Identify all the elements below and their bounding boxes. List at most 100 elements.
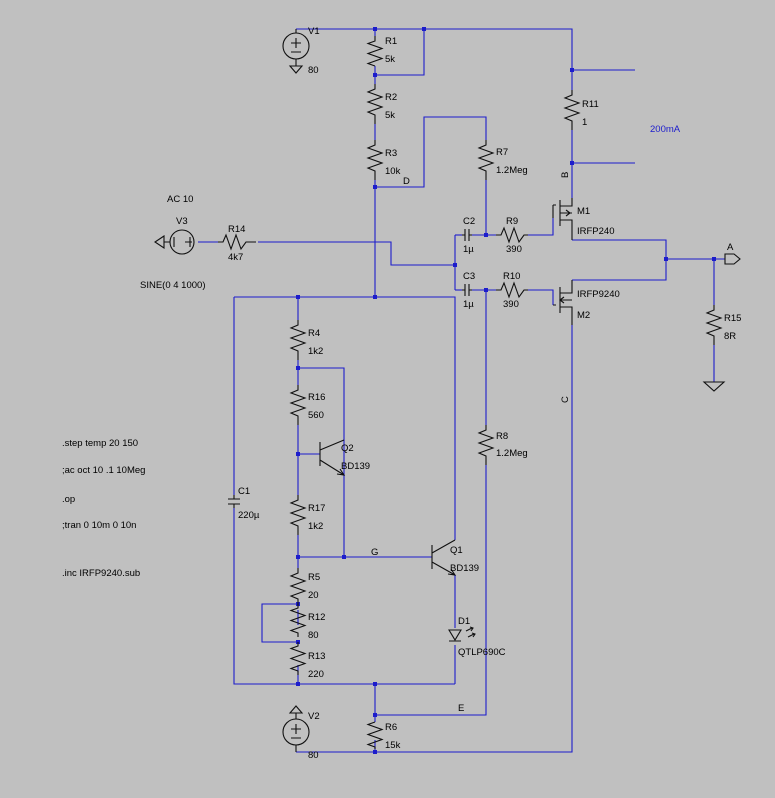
label-c3-value: 1µ xyxy=(463,299,474,310)
resistor-r14 xyxy=(218,233,256,251)
label-v3-ac: AC 10 xyxy=(167,194,193,205)
capacitor-c3 xyxy=(462,284,472,296)
label-r7-value: 1.2Meg xyxy=(496,165,528,176)
label-r11-ref: R11 xyxy=(582,99,599,110)
junctions xyxy=(296,27,716,754)
mosfet-m1 xyxy=(552,198,573,240)
label-r17-value: 1k2 xyxy=(308,521,323,532)
directive-line: .inc IRFP9240.sub xyxy=(62,568,140,579)
voltage-source-v3 xyxy=(154,229,195,255)
directive-line: ;tran 0 10m 0 10n xyxy=(62,520,136,531)
label-m1-ref: M1 xyxy=(577,206,590,217)
label-r14-ref: R14 xyxy=(228,224,245,235)
label-r5-ref: R5 xyxy=(308,572,320,583)
resistor-r10 xyxy=(496,281,528,299)
label-r1-ref: R1 xyxy=(385,36,397,47)
label-r4-value: 1k2 xyxy=(308,346,323,357)
output-port-a xyxy=(724,253,741,265)
resistor-r8 xyxy=(477,425,495,465)
net-label-c: C xyxy=(560,396,571,403)
resistor-r16 xyxy=(289,385,307,425)
label-c1-ref: C1 xyxy=(238,486,250,497)
label-q2-ref: Q2 xyxy=(341,443,354,454)
spice-directives: .step temp 20 150 ;ac oct 10 .1 10Meg .o… xyxy=(62,438,145,579)
label-r2-ref: R2 xyxy=(385,92,397,103)
resistor-r15 xyxy=(705,305,723,345)
net-label-d: D xyxy=(403,176,410,187)
directive-line: .op xyxy=(62,494,75,505)
label-r6-ref: R6 xyxy=(385,722,397,733)
mosfet-m2 xyxy=(553,280,573,325)
resistor-r12 xyxy=(289,604,307,637)
label-c3-ref: C3 xyxy=(463,271,475,282)
label-m2-value: IRFP9240 xyxy=(577,289,620,300)
label-r4-ref: R4 xyxy=(308,328,320,339)
label-q2-value: BD139 xyxy=(341,461,370,472)
label-q1-ref: Q1 xyxy=(450,545,463,556)
resistor-r9 xyxy=(496,226,528,244)
label-m2-ref: M2 xyxy=(577,310,590,321)
label-r11-value: 1 xyxy=(582,117,587,128)
label-c1-value: 220µ xyxy=(238,510,260,521)
label-r8-value: 1.2Meg xyxy=(496,448,528,459)
label-v3-ref: V3 xyxy=(176,216,188,227)
label-r2-value: 5k xyxy=(385,110,395,121)
led-d1 xyxy=(448,626,476,642)
label-v1-value: 80 xyxy=(308,65,319,76)
resistor-r6 xyxy=(366,721,384,749)
label-r17-ref: R17 xyxy=(308,503,325,514)
label-v3-source: SINE(0 4 1000) xyxy=(140,280,205,291)
resistor-r13 xyxy=(289,642,307,675)
directive-line: ;ac oct 10 .1 10Meg xyxy=(62,465,145,476)
capacitor-c1 xyxy=(228,495,240,508)
resistor-r4 xyxy=(289,320,307,360)
label-r9-ref: R9 xyxy=(506,216,518,227)
label-r13-ref: R13 xyxy=(308,651,325,662)
label-m1-value: IRFP240 xyxy=(577,226,615,237)
resistor-r7 xyxy=(477,140,495,180)
label-q1-value: BD139 xyxy=(450,563,479,574)
wires xyxy=(198,28,725,753)
label-c2-ref: C2 xyxy=(463,216,475,227)
label-r12-ref: R12 xyxy=(308,612,325,623)
voltage-source-v2 xyxy=(282,705,310,752)
transistor-q2 xyxy=(319,439,346,476)
label-r5-value: 20 xyxy=(308,590,319,601)
label-r6-value: 15k xyxy=(385,740,401,751)
label-r16-ref: R16 xyxy=(308,392,325,403)
label-r10-ref: R10 xyxy=(503,271,520,282)
label-r15-ref: R15 xyxy=(724,313,741,324)
label-r1-value: 5k xyxy=(385,54,395,65)
label-r10-value: 390 xyxy=(503,299,519,310)
label-r12-value: 80 xyxy=(308,630,319,641)
label-r15-value: 8R xyxy=(724,331,736,342)
label-d1-value: QTLP690C xyxy=(458,647,506,658)
label-r9-value: 390 xyxy=(506,244,522,255)
net-label-e: E xyxy=(458,703,464,714)
resistor-r3 xyxy=(366,140,384,180)
transistor-q1 xyxy=(431,539,457,576)
label-r16-value: 560 xyxy=(308,410,324,421)
ground-symbol xyxy=(702,381,726,392)
net-label-b: B xyxy=(560,172,571,178)
net-label-a: A xyxy=(727,242,734,253)
annotation-200ma: 200mA xyxy=(650,124,681,135)
resistor-r1 xyxy=(366,36,384,67)
label-r3-value: 10k xyxy=(385,166,401,177)
resistor-r17 xyxy=(289,495,307,535)
resistor-r11 xyxy=(563,90,581,130)
label-r3-ref: R3 xyxy=(385,148,397,159)
voltage-source-v1 xyxy=(282,29,310,74)
label-d1-ref: D1 xyxy=(458,616,470,627)
directive-line: .step temp 20 150 xyxy=(62,438,138,449)
net-label-g: G xyxy=(371,547,378,558)
capacitor-c2 xyxy=(462,229,472,241)
labels: V1 80 V2 80 R1 5k R2 5k R3 10k D R7 1.2M… xyxy=(140,26,741,761)
resistor-r5 xyxy=(289,568,307,605)
label-v1-ref: V1 xyxy=(308,26,320,37)
label-r7-ref: R7 xyxy=(496,147,508,158)
label-r14-value: 4k7 xyxy=(228,252,243,263)
label-r8-ref: R8 xyxy=(496,431,508,442)
label-r13-value: 220 xyxy=(308,669,324,680)
